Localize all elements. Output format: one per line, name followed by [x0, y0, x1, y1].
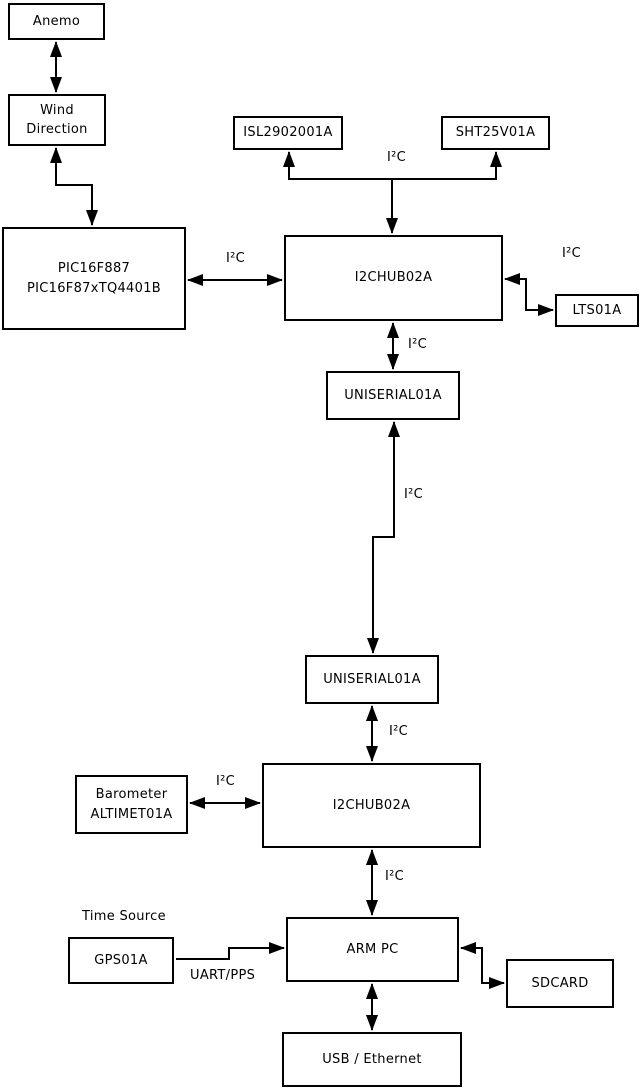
node-label-arm-pc: ARM PC: [346, 941, 399, 957]
node-label-sht25v01a: SHT25V01A: [455, 125, 536, 141]
node-i2chub02a-2: I2CHUB02A: [262, 763, 481, 848]
node-label-uniserial01a-2: UNISERIAL01A: [323, 671, 421, 687]
node-label-i2chub02a-2: I2CHUB02A: [332, 797, 411, 813]
edge-gps-armpc: [176, 942, 285, 960]
node-label-anemo: Anemo: [32, 13, 81, 29]
label-uart-pps: UART/PPS: [190, 968, 256, 983]
edge-winddir-pic: [50, 147, 98, 226]
label-i2c-hub1-uni1: I²C: [408, 337, 428, 352]
label-i2c-uni1-uni2: I²C: [404, 487, 424, 502]
edge-armpc-sdcard: [460, 942, 505, 989]
node-uniserial01a-2: UNISERIAL01A: [305, 655, 439, 704]
edge-uniserial1-uniserial2: [367, 421, 400, 654]
node-uniserial01a-1: UNISERIAL01A: [326, 371, 460, 420]
node-label-sdcard: SDCARD: [531, 975, 589, 991]
node-label-gps01a: GPS01A: [94, 952, 148, 968]
label-i2c-isl-sht: I²C: [387, 150, 407, 165]
label-i2c-uni2-hub2: I²C: [389, 724, 409, 739]
edge-hub1-lts: [504, 273, 554, 316]
label-i2c-hub2-arm: I²C: [385, 869, 405, 884]
node-barometer: Barometer ALTIMET01A: [75, 775, 188, 834]
node-i2chub02a-1: I2CHUB02A: [284, 235, 503, 321]
node-label-i2chub02a-1: I2CHUB02A: [354, 270, 433, 286]
node-arm-pc: ARM PC: [286, 917, 459, 982]
node-wind-direction: Wind Direction: [8, 94, 106, 146]
node-label-barometer: Barometer ALTIMET01A: [90, 787, 173, 822]
node-lts01a: LTS01A: [555, 294, 639, 327]
node-label-usb-ethernet: USB / Ethernet: [322, 1051, 422, 1067]
node-pic16f887: PIC16F887 PIC16F87xTQ4401B: [2, 227, 186, 330]
node-label-isl2902001a: ISL2902001A: [243, 125, 333, 141]
node-sdcard: SDCARD: [506, 959, 614, 1008]
node-usb-ethernet: USB / Ethernet: [282, 1032, 462, 1087]
label-i2c-baro-hub2: I²C: [216, 774, 236, 789]
node-isl2902001a: ISL2902001A: [233, 116, 343, 150]
node-label-pic16f887: PIC16F887 PIC16F87xTQ4401B: [27, 261, 161, 296]
node-anemo: Anemo: [8, 3, 105, 40]
node-sht25v01a: SHT25V01A: [441, 116, 550, 150]
node-gps01a: GPS01A: [68, 937, 174, 984]
node-label-wind-direction: Wind Direction: [26, 102, 88, 138]
label-time-source: Time Source: [82, 909, 166, 924]
label-i2c-pic-hub1: I²C: [226, 251, 246, 266]
node-label-lts01a: LTS01A: [572, 302, 622, 318]
node-label-uniserial01a-1: UNISERIAL01A: [344, 387, 442, 403]
label-i2c-hub1-lts: I²C: [562, 246, 582, 261]
